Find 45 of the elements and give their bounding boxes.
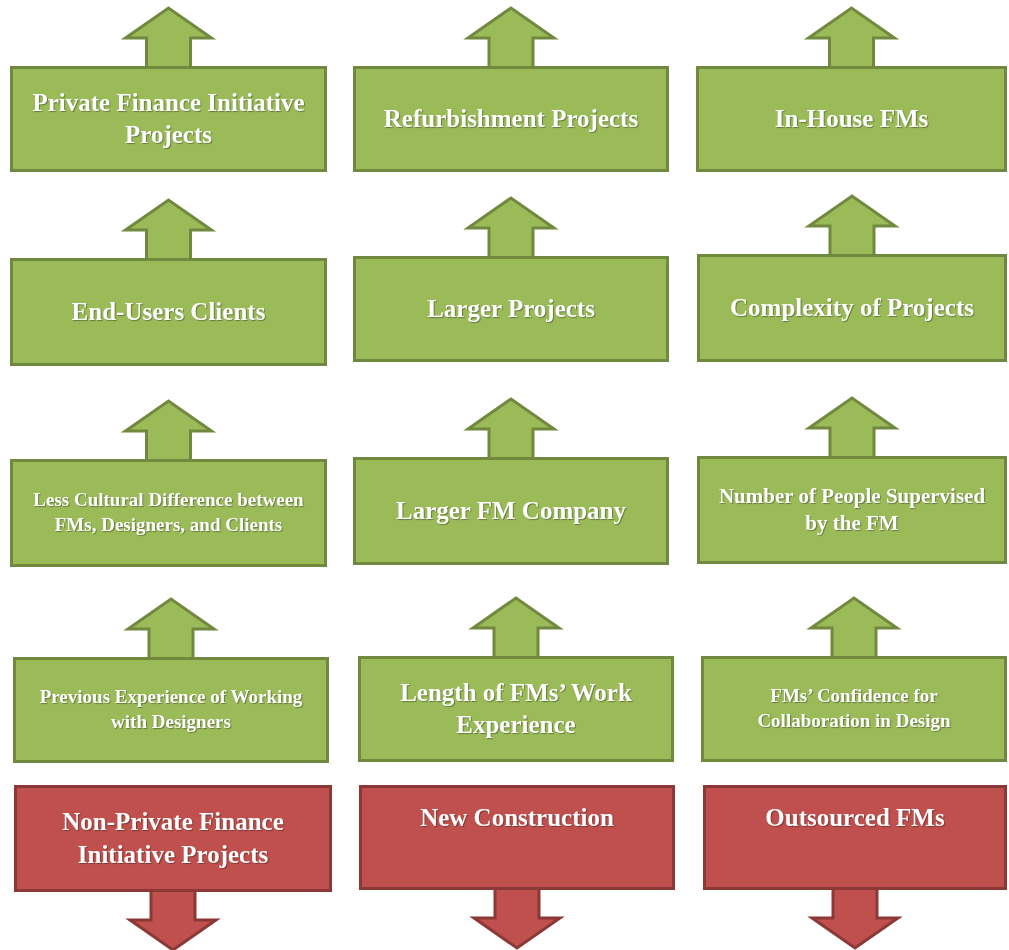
callout-text: Length of FMs’ Work Experience: [399, 677, 633, 740]
down-block-arrow: [469, 888, 565, 950]
callout-text: In-House FMs: [774, 103, 929, 134]
callout-box: [10, 459, 327, 567]
callout-text: Previous Experience of Working with Designers: [38, 685, 304, 734]
callout-text: Number of People Supervised by the FM: [717, 482, 987, 537]
callout-text: New Construction: [420, 803, 614, 833]
callout-box: [14, 785, 332, 892]
callout-box: [358, 656, 674, 762]
callout-box: [703, 785, 1007, 890]
callout-text: Larger Projects: [427, 293, 595, 324]
up-block-arrow: [468, 596, 564, 658]
callout-box: [696, 66, 1007, 172]
up-block-arrow: [804, 194, 900, 256]
up-block-arrow: [803, 6, 900, 68]
callout-text: Less Cultural Difference between FMs, Designers, and Clients: [32, 488, 305, 537]
up-block-arrow: [806, 596, 902, 658]
callout-box: [13, 657, 329, 763]
down-block-arrow: [125, 890, 221, 950]
callout-text: Larger FM Company: [395, 495, 627, 526]
callout-text: Refurbishment Projects: [383, 103, 639, 134]
callout-box: [10, 258, 327, 366]
up-block-arrow: [463, 6, 559, 68]
callout-box: [697, 254, 1007, 362]
up-block-arrow: [804, 396, 900, 458]
callout-text: FMs’ Confidence for Collaboration in Design: [756, 684, 952, 733]
callout-box: [353, 66, 669, 172]
callout-box: [359, 785, 675, 890]
callout-box: [697, 456, 1007, 564]
up-block-arrow: [120, 399, 217, 461]
up-block-arrow: [463, 397, 559, 459]
up-block-arrow: [120, 198, 217, 260]
callout-text: Non-Private Finance Initiative Projects: [61, 807, 285, 870]
callout-text: Outsourced FMs: [765, 803, 945, 833]
callout-box: [10, 66, 327, 172]
callout-box: [353, 457, 669, 565]
callout-box: [353, 256, 669, 362]
callout-text: End-Users Clients: [71, 296, 266, 327]
callout-text: Private Finance Initiative Projects: [31, 87, 306, 150]
up-block-arrow: [463, 196, 559, 258]
callout-box: [701, 656, 1007, 762]
callout-text: Complexity of Projects: [730, 292, 974, 323]
down-block-arrow: [807, 888, 903, 950]
up-block-arrow: [123, 597, 219, 659]
up-block-arrow: [120, 6, 217, 68]
